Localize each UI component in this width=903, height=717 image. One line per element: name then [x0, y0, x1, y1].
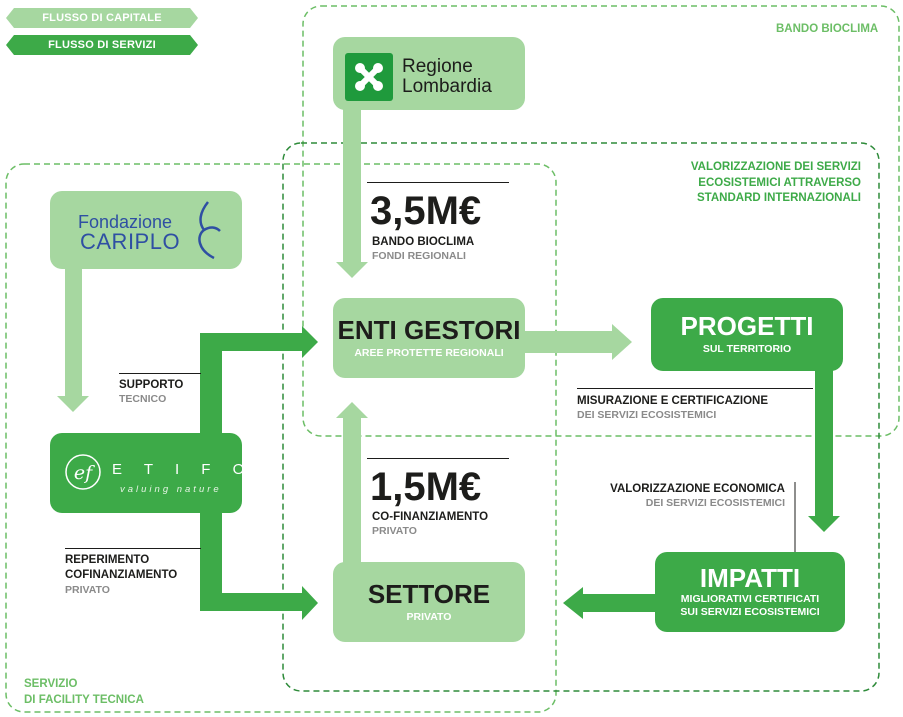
legend-capital-flow: FLUSSO DI CAPITALE	[6, 8, 198, 28]
private-label: CO-FINANZIAMENTO	[372, 511, 489, 523]
etifor-logo-icon: ef	[65, 454, 101, 490]
supporto-label: SUPPORTO	[119, 379, 184, 391]
bioclima-label: BANDO BIOCLIMA	[372, 236, 475, 248]
private-amount: 1,5M€	[370, 465, 482, 509]
private-source: PRIVATO	[372, 525, 417, 537]
svg-text:ef: ef	[74, 462, 95, 484]
cariplo-logo-icon	[198, 201, 221, 260]
node-impatti: IMPATTI MIGLIORATIVI CERTIFICATI SUI SER…	[655, 552, 845, 632]
progetti-title: PROGETTI	[680, 311, 814, 342]
node-progetti: PROGETTI SUL TERRITORIO	[651, 298, 843, 371]
enti-gestori-title: ENTI GESTORI	[337, 314, 521, 345]
progetti-subtitle: SUL TERRITORIO	[702, 343, 792, 356]
node-enti-gestori: ENTI GESTORI AREE PROTETTE REGIONALI	[333, 298, 525, 378]
region-valorizzazione	[282, 142, 880, 692]
etifor-tagline: valuing nature	[120, 484, 222, 495]
supporto-rule	[119, 373, 201, 374]
arrow-enti-to-progetti	[524, 324, 632, 360]
etifor-box	[50, 433, 242, 513]
reperimento-label: REPERIMENTO COFINANZIAMENTO	[65, 554, 178, 581]
region-bando-bioclima	[302, 5, 900, 437]
reperimento-sublabel: PRIVATO	[65, 584, 110, 596]
settore-title: SETTORE	[367, 578, 491, 609]
valorizzazione-econ-sublabel: DEI SERVIZI ECOSISTEMICI	[645, 497, 785, 509]
legend-services-flow-label: FLUSSO DI SERVIZI	[48, 39, 156, 51]
settore-subtitle: PRIVATO	[406, 610, 452, 623]
arrow-cariplo-to-etifor	[57, 262, 89, 412]
arrow-settore-to-enti	[336, 402, 368, 575]
region-label-facility: SERVIZIO DI FACILITY TECNICA	[24, 678, 144, 706]
enti-gestori-subtitle: AREE PROTETTE REGIONALI	[354, 346, 504, 359]
arrow-regione-to-enti	[336, 100, 368, 278]
etifor-logo-text: E T I F O R	[112, 461, 287, 478]
regione-lombardia-logo-icon	[345, 53, 393, 101]
impatti-subtitle: MIGLIORATIVI CERTIFICATI SUI SERVIZI ECO…	[680, 593, 820, 618]
legend-capital-flow-label: FLUSSO DI CAPITALE	[42, 12, 162, 24]
bioclima-amount: 3,5M€	[370, 189, 482, 233]
reperimento-rule	[65, 548, 201, 549]
regione-lombardia-logo-text: Regione Lombardia	[402, 56, 492, 97]
node-settore: SETTORE PRIVATO	[333, 562, 525, 642]
fondazione-logo-text: Fondazione	[78, 212, 173, 232]
legend-services-flow: FLUSSO DI SERVIZI	[6, 35, 198, 55]
region-label-bando-bioclima: BANDO BIOCLIMA	[776, 23, 879, 35]
arrow-progetti-to-impatti	[808, 370, 840, 532]
region-facility	[5, 163, 557, 713]
valorizzazione-econ-label: VALORIZZAZIONE ECONOMICA	[610, 483, 785, 495]
misurazione-rule	[577, 388, 813, 389]
misurazione-sublabel: DEI SERVIZI ECOSISTEMICI	[577, 409, 717, 421]
arrow-etifor-services	[200, 326, 318, 620]
bioclima-source: FONDI REGIONALI	[372, 250, 466, 262]
region-label-valorizzazione: VALORIZZAZIONE DEI SERVIZI ECOSISTEMICI …	[690, 161, 861, 205]
supporto-sublabel: TECNICO	[119, 393, 167, 405]
misurazione-label: MISURAZIONE E CERTIFICAZIONE	[577, 395, 769, 407]
bioclima-rule	[367, 182, 509, 183]
cariplo-logo-text: CARIPLO	[80, 229, 181, 254]
impatti-title: IMPATTI	[699, 563, 801, 594]
arrow-impatti-to-settore	[563, 587, 655, 619]
private-rule	[367, 458, 509, 459]
